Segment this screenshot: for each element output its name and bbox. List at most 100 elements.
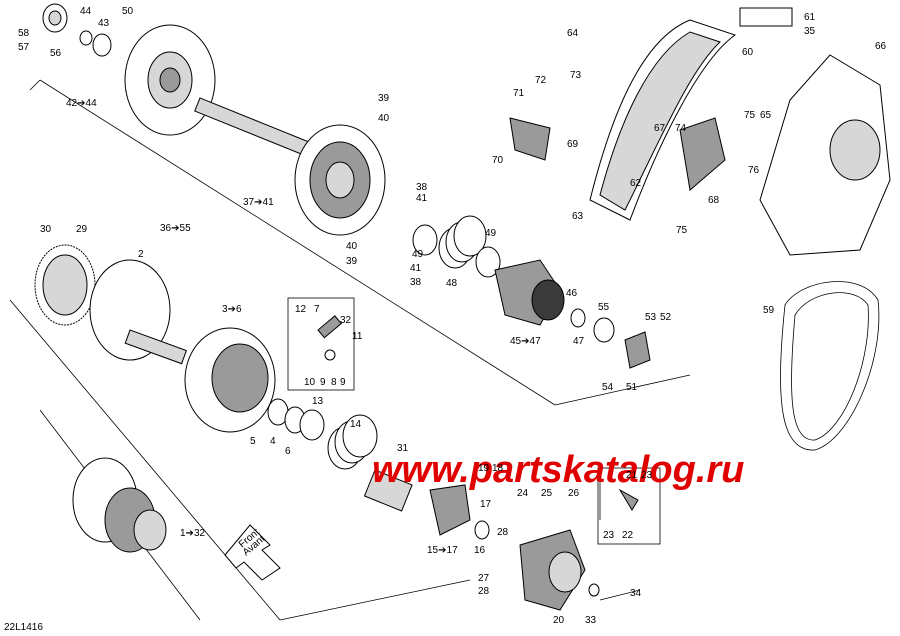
callout: 49 [485, 228, 497, 239]
callout: 13 [312, 396, 324, 407]
callout: 3➔6 [222, 304, 242, 315]
drive-belt [780, 281, 880, 451]
callout: 22 [622, 530, 634, 541]
callout: 27 [478, 573, 490, 584]
adjuster-kit-box [597, 467, 661, 545]
callout: 17 [480, 499, 492, 510]
callout: 8 [331, 377, 337, 388]
callout: 6 [285, 446, 291, 457]
callout: 30 [40, 224, 52, 235]
callout: 29 [76, 224, 88, 235]
callout: 9 [340, 377, 346, 388]
label-box [739, 7, 793, 27]
callout: 63 [572, 211, 584, 222]
callout: 71 [513, 88, 525, 99]
callout: 54 [602, 382, 614, 393]
callout: 26 [568, 488, 580, 499]
callout: 9 [320, 377, 326, 388]
diagram-code: 22L1416 [4, 622, 43, 633]
callout: 11 [352, 331, 363, 342]
callout: 76 [748, 165, 760, 176]
bearing-and-housing [570, 308, 651, 369]
callout: 35 [804, 26, 816, 37]
callout: 43 [98, 18, 110, 29]
callout: 70 [492, 155, 504, 166]
callout: 24 [517, 488, 529, 499]
callout: 47 [573, 336, 585, 347]
callout: 38 [416, 182, 428, 193]
callout: 39 [346, 256, 358, 267]
callout: 51 [626, 382, 638, 393]
callout: 58 [18, 28, 30, 39]
callout: 52 [660, 312, 672, 323]
callout: 7 [314, 304, 320, 315]
callout: 48 [446, 278, 458, 289]
callout: 55 [598, 302, 610, 313]
callout: 42➔44 [66, 98, 97, 109]
callout: 60 [742, 47, 754, 58]
callout: 68 [708, 195, 720, 206]
drive-pulley-fixed-sheave [124, 24, 216, 136]
support-bracket [509, 117, 726, 191]
callout: 75 [744, 110, 756, 121]
callout: 20 [553, 615, 565, 626]
callout: 44 [80, 6, 92, 17]
seal-washer-set [42, 3, 112, 57]
callout: 28 [497, 527, 509, 538]
washers-lower [267, 398, 325, 441]
clutch-cover [759, 54, 891, 256]
cam-assembly [494, 259, 565, 326]
callout: 1➔32 [180, 528, 206, 539]
callout: 56 [50, 48, 62, 59]
callout: 62 [630, 178, 642, 189]
callout: 18 [492, 463, 504, 474]
callout: 33 [585, 615, 597, 626]
callout: 53 [645, 312, 657, 323]
callout: 28 [478, 586, 490, 597]
front-arrow [224, 524, 281, 581]
callout: 36➔55 [160, 223, 191, 234]
callout: 37➔41 [243, 197, 274, 208]
driven-fixed-sheave [89, 259, 188, 365]
long-bolt [588, 583, 641, 601]
callout: 2 [138, 249, 144, 260]
callout: 23 [603, 530, 615, 541]
callout: 12 [295, 304, 307, 315]
watermark: www.partskatalog.ru [372, 449, 744, 491]
callout: 15➔17 [427, 545, 458, 556]
driven-movable-sheave [184, 327, 276, 433]
callout: 10 [304, 377, 316, 388]
ring-gear [34, 244, 96, 326]
callout: 4 [270, 436, 276, 447]
callout: 5 [250, 436, 256, 447]
callout: 32 [340, 315, 352, 326]
sleeve [363, 469, 413, 512]
movable-sheave-spider [294, 124, 386, 236]
spring-assembly [412, 215, 501, 278]
callout: 40 [346, 241, 358, 252]
callout: 41 [416, 193, 428, 204]
callout: 23 [641, 470, 653, 481]
callout: 19 [478, 463, 490, 474]
callout: 40 [378, 113, 390, 124]
callout: 59 [763, 305, 775, 316]
callout: 31 [397, 443, 409, 454]
callout: 45➔47 [510, 336, 541, 347]
roller-arm-kit-box [287, 297, 355, 391]
pulley-cover-bracket [519, 529, 586, 611]
callout: 74 [675, 123, 687, 134]
lower-spring [327, 414, 378, 470]
callout: 46 [566, 288, 578, 299]
callout: 66 [875, 41, 887, 52]
callout: 57 [18, 42, 30, 53]
callout: 50 [122, 6, 134, 17]
callout: 65 [760, 110, 772, 121]
callout: 67 [654, 123, 666, 134]
cam-lower [429, 484, 490, 540]
callout: 16 [474, 545, 486, 556]
callout: 69 [567, 139, 579, 150]
callout: 21 [626, 470, 638, 481]
callout: 75 [676, 225, 688, 236]
callout: 73 [570, 70, 582, 81]
